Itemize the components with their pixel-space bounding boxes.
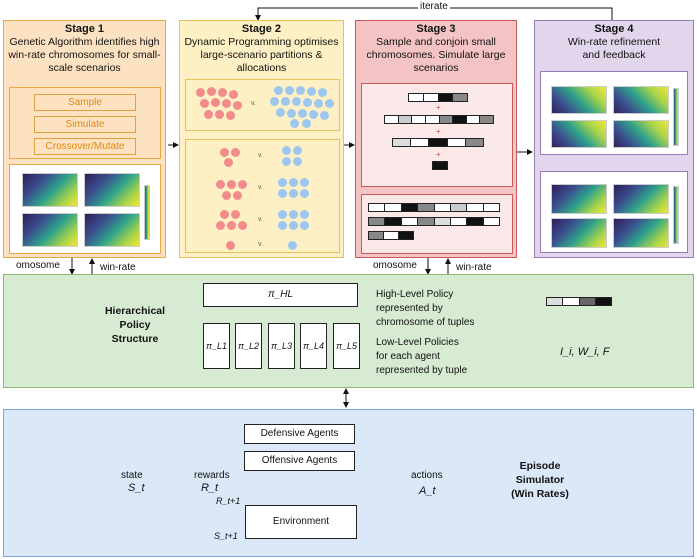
left-chromosome-label: omosome [16,260,60,271]
ll-desc-3: represented by tuple [376,365,468,376]
heatmap [613,86,669,114]
stage-2-title: Stage 2 [241,23,282,35]
stage-4-desc: Win-rate refinement and feedback [567,36,661,61]
actions-symbol: A_t [419,485,436,497]
colorbar [673,88,679,146]
heatmap [613,218,669,248]
reward-next-symbol: R_t+1 [216,496,241,506]
heatmap [84,173,140,207]
chromosome [392,138,484,147]
colorbar [144,185,150,240]
stage-3-title: Stage 3 [416,23,456,35]
stage-2-desc: Dynamic Programming optimises large-scen… [184,36,339,74]
tuple-label: I_i, W_i, F [560,346,610,358]
low-level-policy-3: π_L3 [268,323,295,369]
hl-desc-2: represented by [376,303,443,314]
simulate-step: Simulate [34,116,136,133]
vs-label: v. [258,241,263,248]
sample-step: Sample [34,94,136,111]
heatmap [551,120,607,148]
ll-desc-2: for each agent [376,351,440,362]
low-level-policy-2: π_L2 [235,323,262,369]
high-level-policy-box: π_HL [203,283,358,307]
chromosome [368,203,500,212]
state-label: state [121,470,143,481]
vs-label: v. [251,100,256,107]
chromosome [368,217,500,226]
stage-4-panel: Stage 4 Win-rate refinement and feedback [534,20,694,258]
vs-label: v. [258,152,263,159]
state-next-symbol: S_t+1 [214,531,238,541]
stage-2-panel: Stage 2 Dynamic Programming optimises la… [179,20,344,258]
heatmap [551,184,607,214]
heatmap [22,173,78,207]
stage-2-partitions: v. v. v. v. [185,139,340,253]
chromosome [384,115,494,124]
simulator-title-1: Episode [519,460,561,472]
heatmap [84,213,140,247]
left-winrate-label: win-rate [100,262,136,273]
heatmap [613,120,669,148]
rewards-symbol: R_t [201,482,219,494]
hierarchy-title-3: Structure [111,333,159,345]
stage-4-heatmaps-bottom [540,171,688,253]
hl-desc-1: High-Level Policy [376,289,454,300]
environment-box: Environment [245,505,357,539]
stage-1-heatmaps [9,164,161,254]
rewards-label: rewards [194,470,230,481]
stage-1-desc: Genetic Algorithm identifies high win-ra… [8,36,161,74]
right-winrate-label: win-rate [456,262,492,273]
vs-label: v. [258,216,263,223]
heatmap [551,86,607,114]
stage-1-loop-box: Sample Simulate Crossover/Mutate [9,87,161,159]
colorbar [673,186,679,244]
simulator-title-3: (Win Rates) [511,488,569,500]
stage-1-title: Stage 1 [64,23,105,35]
heatmap [22,213,78,247]
crossover-mutate-step: Crossover/Mutate [34,138,136,155]
vs-label: v. [258,184,263,191]
low-level-policy-5: π_L5 [333,323,360,369]
offensive-agents-box: Offensive Agents [244,451,355,471]
low-level-policy-1: π_L1 [203,323,230,369]
hl-desc-3: chromosome of tuples [376,317,475,328]
stage-4-title: Stage 4 [594,23,634,35]
heatmap [613,184,669,214]
hierarchy-title-1: Hierarchical [104,305,166,317]
stage-3-conjoined [361,194,513,254]
heatmap [551,218,607,248]
right-chromosome-label: omosome [373,260,417,271]
chromosome [408,93,468,102]
defensive-agents-box: Defensive Agents [244,424,355,444]
stage-2-large-scenario: v. [185,79,340,131]
stage-4-heatmaps-top [540,71,688,155]
stage-3-small-chromosomes: + + + [361,83,513,187]
chromosome [368,231,414,240]
stage-1-panel: Stage 1 Genetic Algorithm identifies hig… [3,20,166,258]
chromosome [432,161,448,170]
stage-3-panel: Stage 3 Sample and conjoin small chromos… [355,20,517,258]
state-symbol: S_t [128,482,145,494]
tuple-chromosome [546,297,612,306]
low-level-policy-4: π_L4 [300,323,327,369]
hierarchy-title-2: Policy [119,319,151,331]
ll-desc-1: Low-Level Policies [376,337,459,348]
iterate-label: iterate [418,1,450,12]
stage-3-desc: Sample and conjoin small chromosomes. Si… [366,36,506,74]
simulator-title-2: Simulator [515,474,565,486]
actions-label: actions [411,470,443,481]
